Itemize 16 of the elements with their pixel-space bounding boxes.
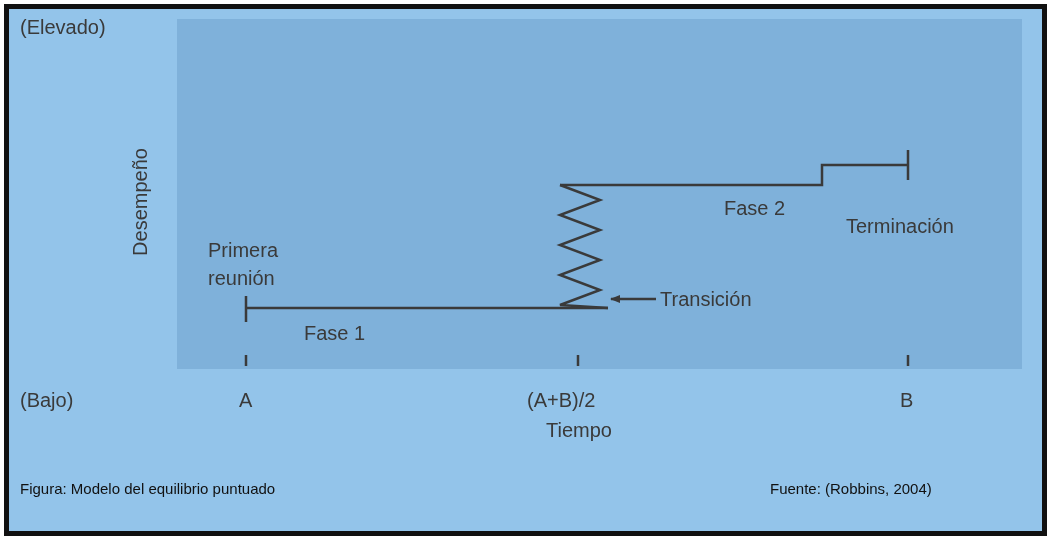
source-note: Fuente: (Robbins, 2004): [770, 480, 932, 497]
caption: Figura: Modelo del equilibrio puntuado: [20, 480, 276, 497]
callout-label: Transición: [660, 287, 752, 311]
tick-label: A: [239, 388, 253, 412]
axis-title: Tiempo: [546, 418, 612, 442]
zigzag-line: [556, 183, 609, 310]
event-label: Primera reunión: [208, 238, 279, 291]
event-label: Terminación: [846, 214, 954, 238]
phase-label: Fase 2: [724, 196, 786, 220]
axis-label: (Bajo): [20, 388, 74, 412]
leader-arrow: [610, 295, 656, 303]
tick-label: (A+B)/2: [527, 388, 596, 412]
axis-label: (Elevado): [20, 15, 106, 39]
tick-label: B: [900, 388, 914, 412]
phase-label: Fase 1: [304, 321, 366, 345]
axis-title: Desempeño: [128, 147, 152, 258]
